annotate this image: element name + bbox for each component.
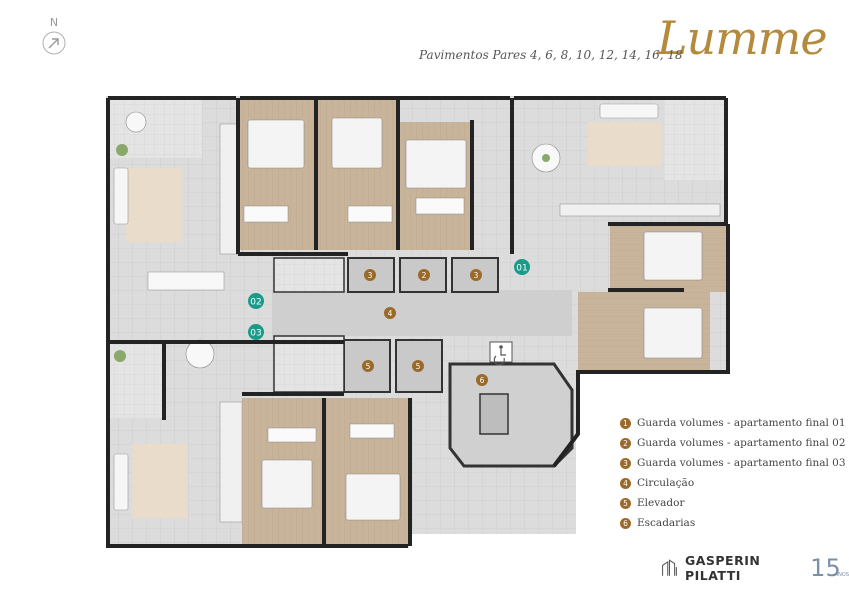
legend-item: 3 Guarda volumes - apartamento final 03	[620, 453, 846, 473]
rug-bl	[132, 444, 188, 518]
sofa-tr	[599, 103, 659, 119]
marker-storage-3a: 3	[364, 269, 376, 281]
legend-item: 5 Elevador	[620, 493, 846, 513]
bath-core-2	[273, 335, 345, 393]
marker-elevator-1: 5	[362, 360, 374, 372]
svg-text:5: 5	[366, 362, 371, 371]
svg-text:5: 5	[416, 362, 421, 371]
plant-tr	[542, 154, 550, 162]
wardrobe-b2	[349, 423, 395, 439]
legend-dot: 6	[620, 517, 631, 529]
legend-label: Circulação	[637, 477, 695, 489]
exterior-right-bottom	[576, 374, 744, 550]
legend-dot: 2	[620, 437, 631, 449]
brand-logo: Lumme	[657, 11, 828, 65]
wardrobe-b1	[267, 427, 317, 443]
svg-text:6: 6	[480, 376, 485, 385]
accessibility-icon	[489, 341, 513, 366]
svg-text:4: 4	[388, 309, 393, 318]
storage-3a	[347, 257, 395, 293]
bed-b1	[261, 459, 313, 509]
balcony-tr	[664, 100, 726, 180]
marker-elevator-2: 5	[412, 360, 424, 372]
stair-core	[448, 362, 574, 468]
bedroom-bottom-2	[326, 398, 410, 544]
bed-r2	[643, 307, 703, 359]
floor-plan: 01 02 03 3 2 3 4 5 5 6	[106, 94, 744, 550]
bed-b2	[345, 473, 401, 521]
walls	[106, 96, 730, 548]
legend-dot: 4	[620, 477, 631, 489]
svg-text:2: 2	[422, 271, 427, 280]
plan-subtitle: Pavimentos Pares 4, 6, 8, 10, 12, 14, 16…	[419, 48, 683, 62]
north-arrow-icon	[42, 31, 66, 55]
plant-bl	[114, 350, 126, 362]
bed-3	[405, 139, 467, 189]
legend-item: 2 Guarda volumes - apartamento final 02	[620, 433, 846, 453]
north-indicator: N	[40, 16, 68, 60]
legend-item: 6 Escadarias	[620, 513, 846, 533]
kitchen-bl	[219, 401, 243, 523]
svg-text:03: 03	[250, 329, 261, 339]
legend-dot: 5	[620, 497, 631, 509]
round-table-bl	[185, 339, 215, 369]
building-logo-icon	[662, 559, 677, 576]
marker-circulation: 4	[384, 307, 396, 319]
plant-tl	[116, 144, 128, 156]
sofa-bl	[113, 453, 129, 511]
circulation-corridor	[272, 290, 572, 336]
svg-text:01: 01	[516, 264, 527, 274]
legend: 1 Guarda volumes - apartamento final 01 2…	[620, 413, 846, 533]
wardrobe-2	[347, 205, 393, 223]
rug-tl	[126, 168, 182, 242]
wardrobe-1	[243, 205, 289, 223]
legend-label: Guarda volumes - apartamento final 02	[637, 437, 846, 449]
marker-apt-02: 02	[248, 293, 264, 309]
legend-item: 1 Guarda volumes - apartamento final 01	[620, 413, 846, 433]
rug-tr	[588, 122, 662, 166]
exterior-right-top	[729, 94, 744, 374]
sofa-tl	[113, 167, 129, 225]
legend-label: Elevador	[637, 497, 685, 509]
bed-r1	[643, 231, 703, 281]
legend-label: Guarda volumes - apartamento final 01	[637, 417, 846, 429]
builder-name: GASPERIN PILATTI	[684, 553, 761, 583]
bath-core-1	[273, 257, 345, 293]
dining-table-tl	[147, 271, 225, 291]
kitchen-tr	[559, 203, 721, 217]
legend-dot: 3	[620, 457, 631, 469]
legend-item: 4 Circulação	[620, 473, 846, 493]
marker-apt-01: 01	[514, 259, 530, 275]
marker-storage-2: 2	[418, 269, 430, 281]
stair-shaft	[479, 393, 509, 435]
north-letter: N	[49, 16, 59, 29]
marker-storage-3b: 3	[470, 269, 482, 281]
svg-text:02: 02	[250, 298, 261, 308]
legend-label: Guarda volumes - apartamento final 03	[637, 457, 846, 469]
builder-logo: GASPERIN PILATTI 15 ANOS	[660, 553, 849, 583]
svg-text:3: 3	[368, 271, 373, 280]
builder-years-label: ANOS	[834, 572, 849, 578]
builder-years: 15	[810, 554, 841, 582]
round-table-tl	[125, 111, 147, 133]
exterior-bottom-mid	[409, 534, 579, 550]
bed-2	[331, 117, 383, 169]
wardrobe-3	[415, 197, 465, 215]
marker-apt-03: 03	[248, 324, 264, 340]
legend-label: Escadarias	[637, 517, 696, 529]
marker-stairs: 6	[476, 374, 488, 386]
svg-text:3: 3	[474, 271, 479, 280]
bed-1	[247, 119, 305, 169]
legend-dot: 1	[620, 417, 631, 429]
